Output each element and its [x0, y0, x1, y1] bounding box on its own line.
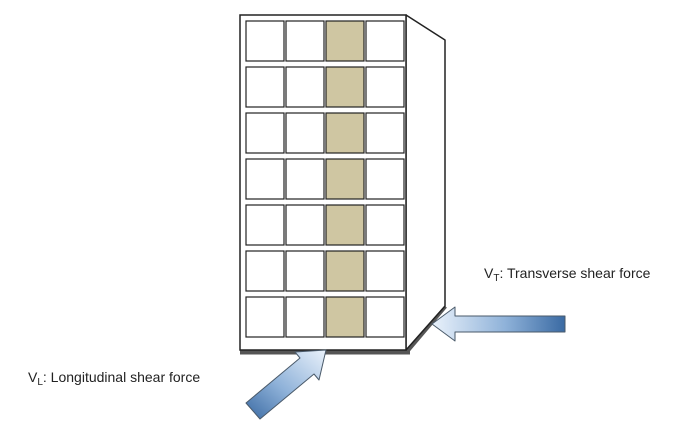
window-panel: [365, 250, 405, 292]
transverse-shear-arrow: [431, 306, 566, 342]
window-panel: [285, 20, 325, 62]
core-wall-panel: [325, 112, 365, 154]
core-wall-panel: [325, 66, 365, 108]
core-wall-panel: [325, 296, 365, 338]
window-panel: [285, 204, 325, 246]
window-panel: [285, 158, 325, 200]
window-panel: [285, 296, 325, 338]
window-panel: [245, 66, 285, 108]
core-wall-panel: [325, 158, 365, 200]
window-panel: [365, 296, 405, 338]
transverse-subscript: T: [493, 273, 500, 284]
longitudinal-shear-label: VL: Longitudinal shear force: [28, 369, 201, 388]
window-panel: [285, 112, 325, 154]
window-panel: [285, 66, 325, 108]
window-panel: [285, 250, 325, 292]
window-panel: [245, 296, 285, 338]
window-panel: [245, 250, 285, 292]
window-panel: [365, 204, 405, 246]
longitudinal-shear-arrow: [245, 349, 327, 420]
transverse-text: : Transverse shear force: [499, 265, 651, 281]
window-panel: [365, 158, 405, 200]
transverse-symbol: V: [484, 265, 494, 281]
window-panel: [365, 66, 405, 108]
window-panel: [245, 112, 285, 154]
window-panel: [365, 112, 405, 154]
window-panel: [365, 20, 405, 62]
window-panel: [245, 20, 285, 62]
window-panel: [245, 204, 285, 246]
window-panel: [245, 158, 285, 200]
core-wall-panel: [325, 204, 365, 246]
longitudinal-text: : Longitudinal shear force: [42, 369, 201, 385]
longitudinal-symbol: V: [28, 369, 38, 385]
building-side-face: [405, 14, 446, 351]
core-wall-panel: [325, 250, 365, 292]
transverse-shear-label: VT: Transverse shear force: [484, 265, 651, 284]
longitudinal-subscript: L: [37, 377, 43, 388]
window-grid: [245, 20, 405, 338]
core-wall-panel: [325, 20, 365, 62]
